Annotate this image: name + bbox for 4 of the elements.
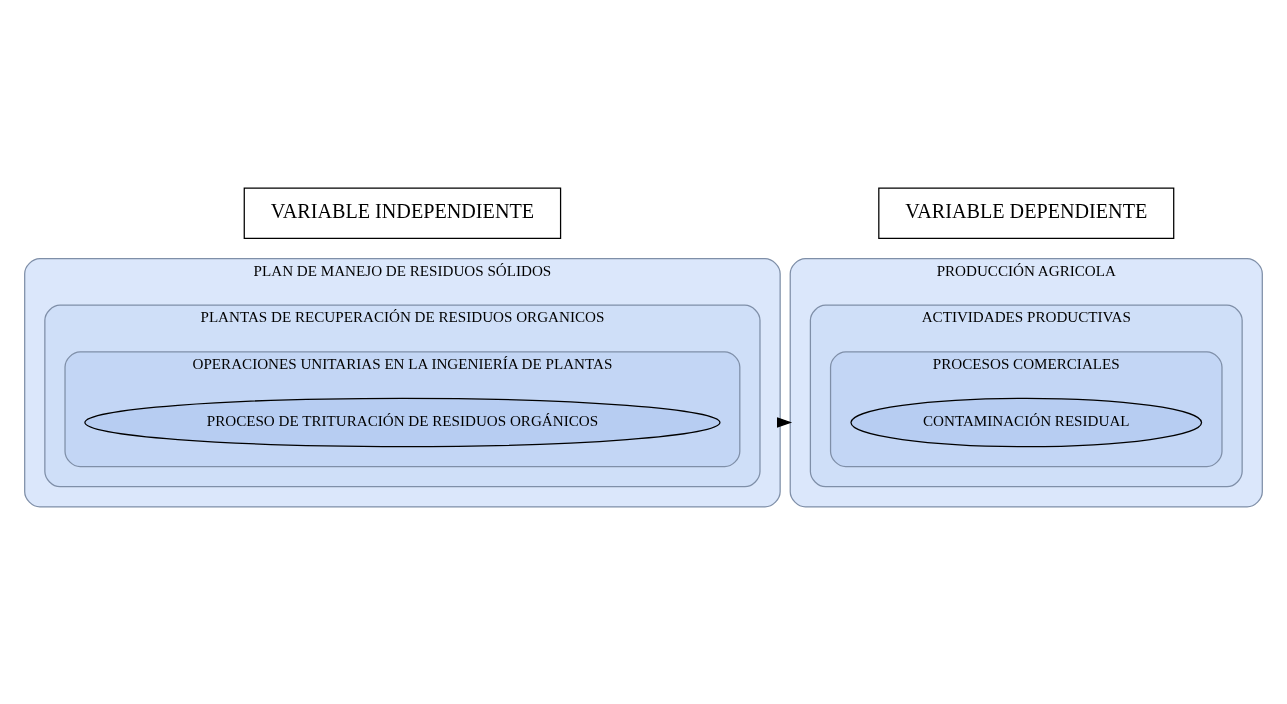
node-box: VARIABLE INDEPENDIENTE (243, 186, 562, 239)
node-ellipse: PROCESO DE TRITURACIÓN DE RESIDUOS ORGÁNICOS (84, 397, 721, 447)
node-ellipse: CONTAMINACIÓN RESIDUAL (850, 397, 1203, 447)
node-box: VARIABLE DEPENDIENTE (878, 186, 1175, 239)
